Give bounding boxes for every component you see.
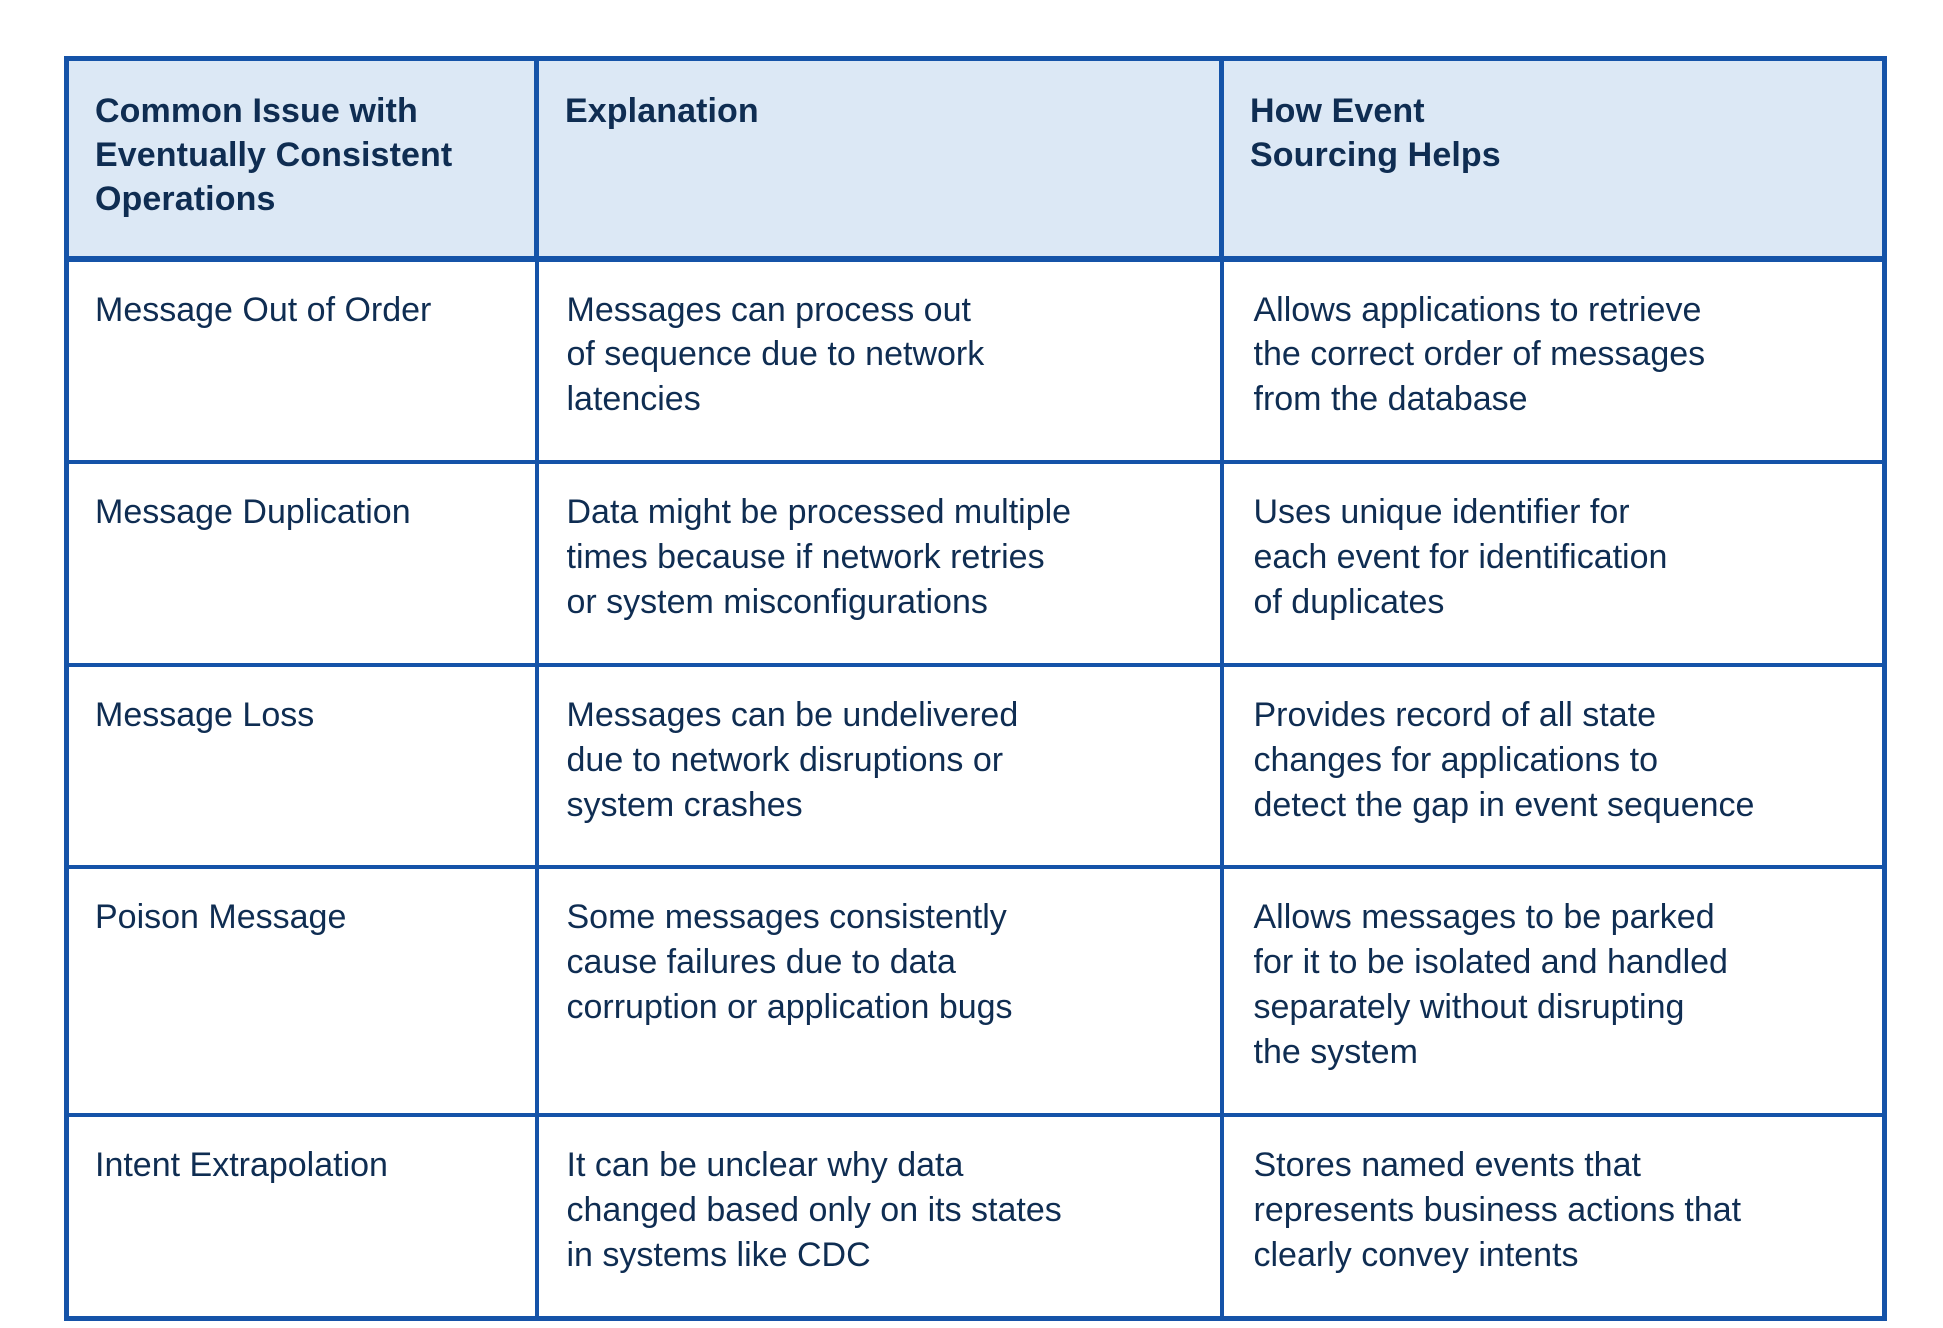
cell-text-line: or system misconfigurations <box>566 582 988 621</box>
cell-text-line: separately without disrupting <box>1253 988 1685 1027</box>
table-body: Message Out of Order Messages can process… <box>66 258 1885 1319</box>
table-row: Message Out of Order Messages can process… <box>66 258 1885 465</box>
cell-text-line: Message Out of Order <box>95 290 432 329</box>
cell-text-line: times because if network retries <box>566 538 1045 577</box>
cell-common-issue: Message Loss <box>66 664 539 870</box>
cell-how-event-sourcing-helps: Uses unique identifier for each event for… <box>1221 462 1885 667</box>
cell-text-line: It can be unclear why data <box>566 1145 964 1184</box>
cell-text-line: Allows applications to retrieve <box>1253 290 1702 329</box>
header-text-line: Sourcing Helps <box>1250 136 1501 175</box>
cell-text-line: Message Duplication <box>95 493 411 532</box>
table-row: Intent Extrapolation It can be unclear wh… <box>66 1114 1885 1319</box>
cell-explanation: Some messages consistently cause failures… <box>536 867 1224 1117</box>
cell-text-line: cause failures due to data <box>566 943 956 982</box>
cell-text-line: clearly convey intents <box>1253 1235 1579 1274</box>
cell-text-line: Allows messages to be parked <box>1253 898 1715 937</box>
cell-text-line: latencies <box>566 380 701 419</box>
cell-text-line: in systems like CDC <box>566 1235 871 1274</box>
cell-common-issue: Message Duplication <box>66 462 539 667</box>
header-text-line: Explanation <box>565 92 759 130</box>
cell-common-issue: Message Out of Order <box>66 258 539 465</box>
cell-text-line: Intent Extrapolation <box>95 1145 388 1184</box>
cell-text-line: Poison Message <box>95 898 347 937</box>
cell-explanation: It can be unclear why data changed based … <box>536 1114 1224 1319</box>
cell-text-line: the correct order of messages <box>1253 335 1706 374</box>
cell-common-issue: Intent Extrapolation <box>66 1114 539 1319</box>
cell-text-line: Stores named events that <box>1253 1145 1641 1184</box>
cell-text-line: each event for identification <box>1253 538 1668 577</box>
header-text-line: Common Issue with <box>95 92 418 130</box>
cell-text-line: for it to be isolated and handled <box>1253 943 1728 982</box>
cell-text-line: due to network disruptions or <box>566 740 1004 779</box>
table-row: Poison Message Some messages consistently… <box>66 867 1885 1117</box>
cell-text-line: detect the gap in event sequence <box>1253 785 1755 824</box>
cell-text-line: changes for applications to <box>1253 740 1658 779</box>
header-text-line: Eventually Consistent <box>95 136 453 175</box>
cell-text-line: corruption or application bugs <box>566 988 1013 1027</box>
cell-text-line: changed based only on its states <box>566 1190 1062 1229</box>
cell-text-line: the system <box>1253 1033 1418 1072</box>
cell-text-line: Some messages consistently <box>566 898 1007 937</box>
column-header-explanation: Explanation <box>536 58 1224 262</box>
cell-text-line: Message Loss <box>95 695 315 734</box>
table-row: Message Loss Messages can be undelivered d… <box>66 664 1885 870</box>
header-text-line: Operations <box>95 180 276 219</box>
cell-how-event-sourcing-helps: Stores named events that represents busin… <box>1221 1114 1885 1319</box>
cell-how-event-sourcing-helps: Provides record of all state changes for … <box>1221 664 1885 870</box>
cell-text-line: system crashes <box>566 785 803 824</box>
cell-text-line: of duplicates <box>1253 582 1445 621</box>
cell-text-line: of sequence due to network <box>566 335 985 374</box>
cell-how-event-sourcing-helps: Allows messages to be parked for it to be… <box>1221 867 1885 1117</box>
cell-explanation: Messages can process out of sequence due … <box>536 258 1224 465</box>
cell-how-event-sourcing-helps: Allows applications to retrieve the corre… <box>1221 258 1885 465</box>
cell-text-line: represents business actions that <box>1253 1190 1742 1229</box>
table-row: Message Duplication Data might be process… <box>66 462 1885 667</box>
cell-explanation: Data might be processed multiple times be… <box>536 462 1224 667</box>
header-text-line: How Event <box>1250 92 1425 130</box>
cell-text-line: Uses unique identifier for <box>1253 493 1630 532</box>
cell-explanation: Messages can be undelivered due to networ… <box>536 664 1224 870</box>
cell-text-line: Data might be processed multiple <box>566 493 1072 532</box>
cell-text-line: Messages can process out <box>566 290 971 329</box>
cell-common-issue: Poison Message <box>66 867 539 1117</box>
cell-text-line: from the database <box>1253 380 1528 419</box>
cell-text-line: Messages can be undelivered <box>566 695 1019 734</box>
cell-text-line: Provides record of all state <box>1253 695 1657 734</box>
